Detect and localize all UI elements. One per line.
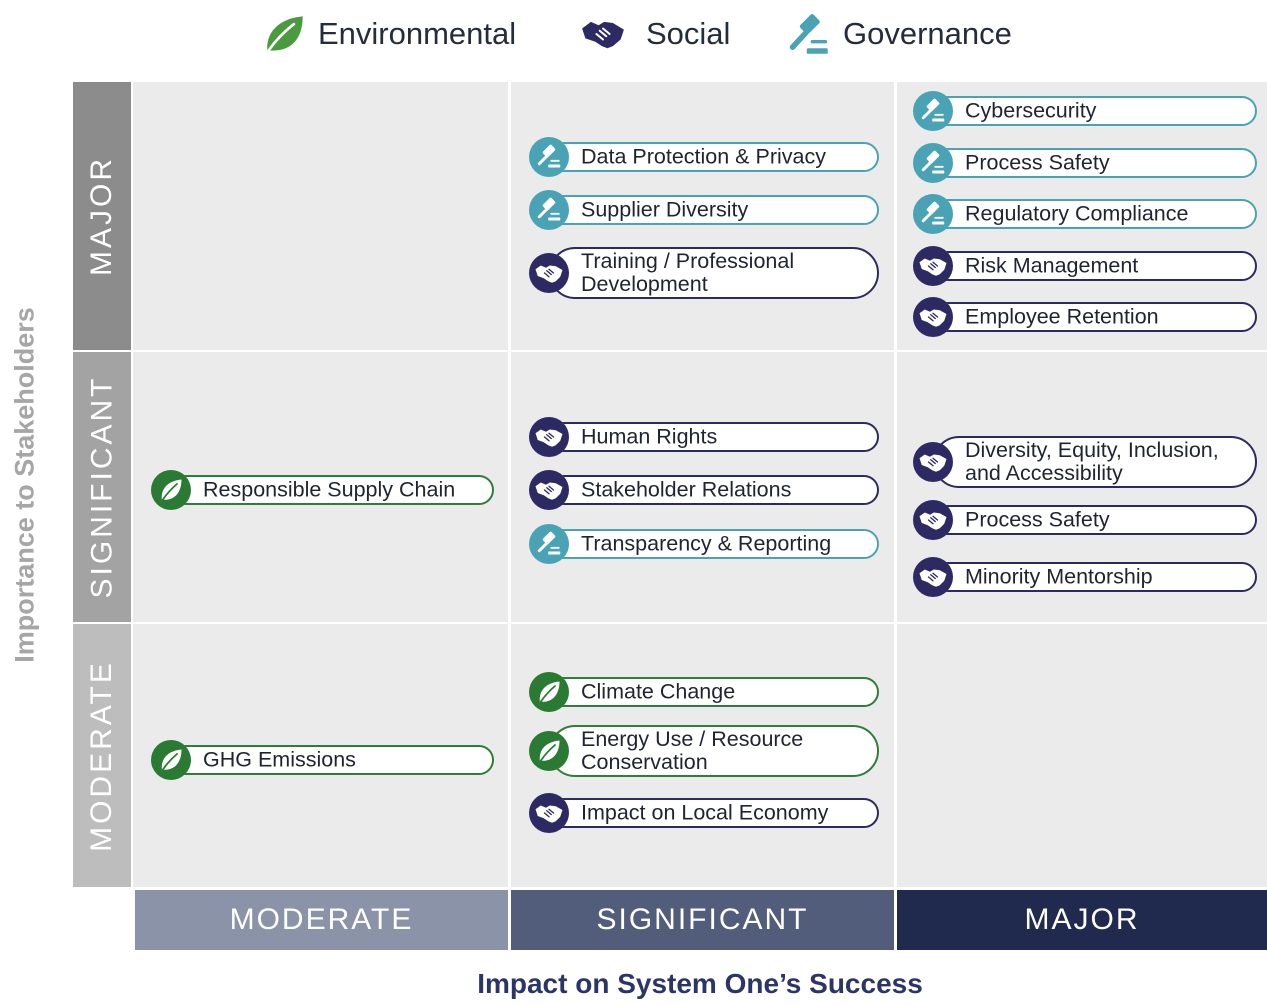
- gavel-icon: [913, 91, 953, 131]
- gavel-icon: [913, 194, 953, 234]
- col-band-significant: SIGNIFICANT: [511, 890, 894, 950]
- legend-environmental-label: Environmental: [318, 16, 517, 51]
- row-band-major: MAJOR: [73, 82, 131, 350]
- topic-pill: Process Safety: [913, 500, 1257, 540]
- topic-label: Risk Management: [965, 253, 1139, 278]
- legend: Environmental Social Governance: [260, 8, 1040, 60]
- topic-pill: Diversity, Equity, Inclusion, and Access…: [913, 436, 1257, 488]
- topic-label: Employee Retention: [965, 304, 1159, 329]
- leaf-icon: [260, 12, 308, 56]
- topic-pill: Transparency & Reporting: [529, 524, 879, 564]
- topic-pill: Risk Management: [913, 246, 1257, 286]
- topic-pill: Energy Use / Resource Conservation: [529, 725, 879, 777]
- topic-label: Human Rights: [581, 424, 718, 449]
- col-band-moderate: MODERATE: [135, 890, 508, 950]
- topic-pill: Minority Mentorship: [913, 557, 1257, 597]
- topic-pill: GHG Emissions: [151, 740, 494, 780]
- topic-label: Training / Professional Development: [581, 249, 795, 296]
- row-band-significant: SIGNIFICANT: [73, 352, 131, 622]
- row-label-significant: SIGNIFICANT: [85, 375, 119, 599]
- handshake-icon: [913, 246, 953, 286]
- topic-pill: Regulatory Compliance: [913, 194, 1257, 234]
- leaf-icon: [529, 731, 569, 771]
- topic-label: Process Safety: [965, 150, 1110, 175]
- legend-governance: Governance: [785, 8, 1012, 60]
- x-axis-title: Impact on System One’s Success: [477, 968, 923, 999]
- topic-pill: Supplier Diversity: [529, 190, 879, 230]
- leaf-icon: [151, 740, 191, 780]
- gavel-icon: [529, 137, 569, 177]
- topic-label: Transparency & Reporting: [581, 531, 832, 556]
- topic-label: GHG Emissions: [203, 747, 356, 772]
- legend-environmental: Environmental: [260, 8, 516, 60]
- row-label-moderate: MODERATE: [85, 659, 119, 852]
- topic-label: Supplier Diversity: [581, 197, 749, 222]
- gavel-icon: [529, 524, 569, 564]
- row-label-major: MAJOR: [85, 156, 118, 276]
- handshake-icon: [570, 12, 636, 56]
- topic-label: Regulatory Compliance: [965, 201, 1189, 226]
- topic-pill: Cybersecurity: [913, 91, 1257, 131]
- topic-label: Stakeholder Relations: [581, 477, 792, 502]
- handshake-icon: [913, 442, 953, 482]
- gavel-icon: [913, 143, 953, 183]
- legend-governance-label: Governance: [843, 16, 1012, 51]
- gavel-icon: [785, 12, 833, 56]
- row-band-moderate: MODERATE: [73, 624, 131, 887]
- cell-moderate-major: [897, 624, 1267, 887]
- col-band-major: MAJOR: [897, 890, 1267, 950]
- col-label-major: MAJOR: [1024, 903, 1140, 936]
- topic-pill: Climate Change: [529, 672, 879, 712]
- handshake-icon: [913, 557, 953, 597]
- topic-label: Minority Mentorship: [965, 564, 1153, 589]
- topic-label: Responsible Supply Chain: [203, 477, 456, 502]
- handshake-icon: [529, 417, 569, 457]
- handshake-icon: [529, 470, 569, 510]
- topic-label: Data Protection & Privacy: [581, 144, 826, 169]
- leaf-icon: [151, 470, 191, 510]
- handshake-icon: [913, 297, 953, 337]
- topic-pill: Training / Professional Development: [529, 247, 879, 299]
- col-label-significant: SIGNIFICANT: [596, 903, 809, 936]
- handshake-icon: [913, 500, 953, 540]
- topic-pill: Employee Retention: [913, 297, 1257, 337]
- topic-pill: Impact on Local Economy: [529, 793, 879, 833]
- topic-label: Cybersecurity: [965, 98, 1097, 123]
- topic-pill: Stakeholder Relations: [529, 470, 879, 510]
- leaf-icon: [529, 672, 569, 712]
- legend-social-label: Social: [646, 16, 731, 51]
- gavel-icon: [529, 190, 569, 230]
- topic-label: Climate Change: [581, 679, 736, 704]
- legend-social: Social: [570, 8, 730, 60]
- topic-label: Impact on Local Economy: [581, 800, 829, 825]
- y-axis-title: Importance to Stakeholders: [9, 307, 40, 663]
- topic-pill: Process Safety: [913, 143, 1257, 183]
- handshake-icon: [529, 793, 569, 833]
- topic-pill: Data Protection & Privacy: [529, 137, 879, 177]
- topic-label: Process Safety: [965, 507, 1110, 532]
- topic-label: Energy Use / Resource Conservation: [581, 727, 804, 774]
- topic-pill: Human Rights: [529, 417, 879, 457]
- col-label-moderate: MODERATE: [229, 903, 414, 936]
- cell-major-moderate: [133, 82, 508, 350]
- handshake-icon: [529, 253, 569, 293]
- topic-pill: Responsible Supply Chain: [151, 470, 494, 510]
- topic-label: Diversity, Equity, Inclusion, and Access…: [965, 438, 1219, 485]
